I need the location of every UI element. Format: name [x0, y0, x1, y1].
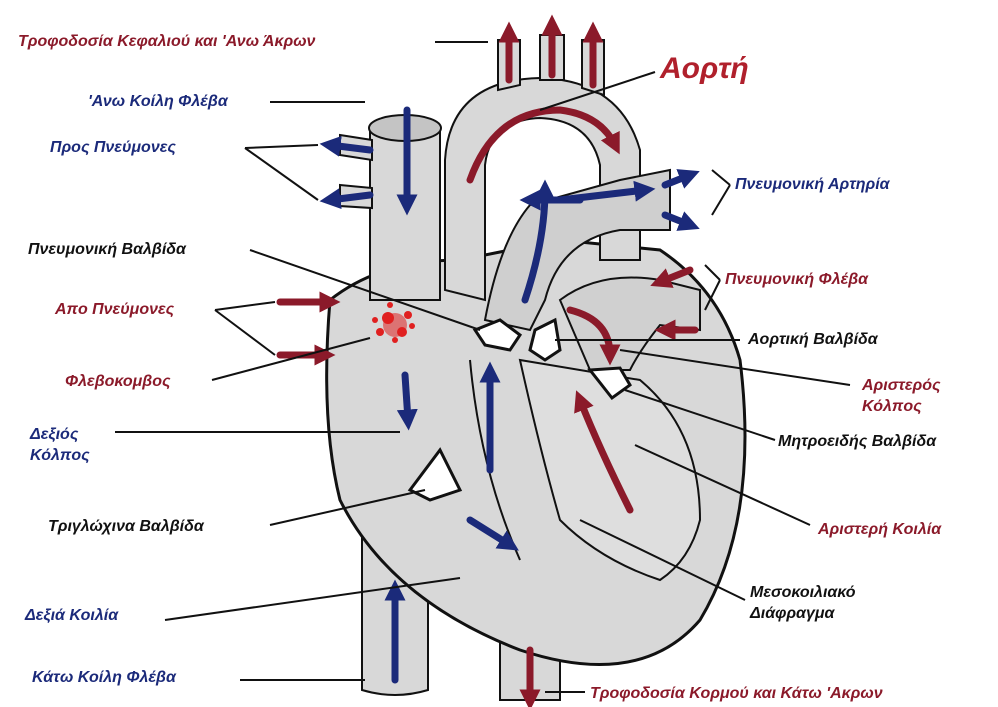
label-left-ventricle: Αριστερή Κοιλία [818, 520, 941, 539]
label-pulmonary-artery: Πνευμονική Αρτηρία [735, 175, 890, 194]
leader-from-lungs [215, 302, 275, 355]
label-septum-line2: Διάφραγμα [750, 604, 834, 623]
leader-to-lungs-up [245, 145, 318, 148]
blue-arrow-lung-down [330, 195, 370, 200]
label-tricuspid-valve: Τριγλώχινα Βαλβίδα [48, 517, 204, 536]
label-left-atrium-line2: Κόλπος [862, 397, 922, 416]
label-from-lungs: Απο Πνεύμονες [55, 300, 174, 319]
leader-to-lungs-down [245, 148, 318, 200]
label-pulmonary-vein: Πνευμονική Φλέβα [725, 270, 868, 289]
label-inferior-vena-cava: Κάτω Κοίλη Φλέβα [32, 668, 176, 687]
label-mitral-valve: Μητροειδής Βαλβίδα [778, 432, 936, 451]
label-left-atrium-line1: Αριστερός [862, 376, 940, 395]
label-aorta: Αορτή [660, 52, 749, 86]
label-sinoatrial-node: Φλεβοκομβος [65, 372, 171, 391]
blue-arrow-ra [405, 375, 408, 420]
label-right-atrium-line1: Δεξιός [30, 425, 78, 444]
label-pulmonary-valve: Πνευμονική Βαλβίδα [28, 240, 186, 259]
label-superior-vena-cava: 'Ανω Κοίλη Φλέβα [88, 92, 228, 111]
label-head-supply: Τροφοδοσία Κεφαλιού και 'Ανω Άκρων [18, 32, 315, 51]
label-right-ventricle: Δεξιά Κοιλία [25, 606, 118, 625]
leader-pa [712, 170, 730, 215]
label-septum-line1: Μεσοκοιλιακό [750, 583, 856, 602]
label-right-atrium-line2: Κόλπος [30, 446, 90, 465]
label-to-lungs: Προς Πνεύμονες [50, 138, 176, 157]
label-trunk-supply: Τροφοδοσία Κορμού και Κάτω 'Ακρων [590, 684, 883, 703]
blue-arrow-lung-up [330, 145, 370, 150]
label-aortic-valve: Αορτική Βαλβίδα [748, 330, 878, 349]
